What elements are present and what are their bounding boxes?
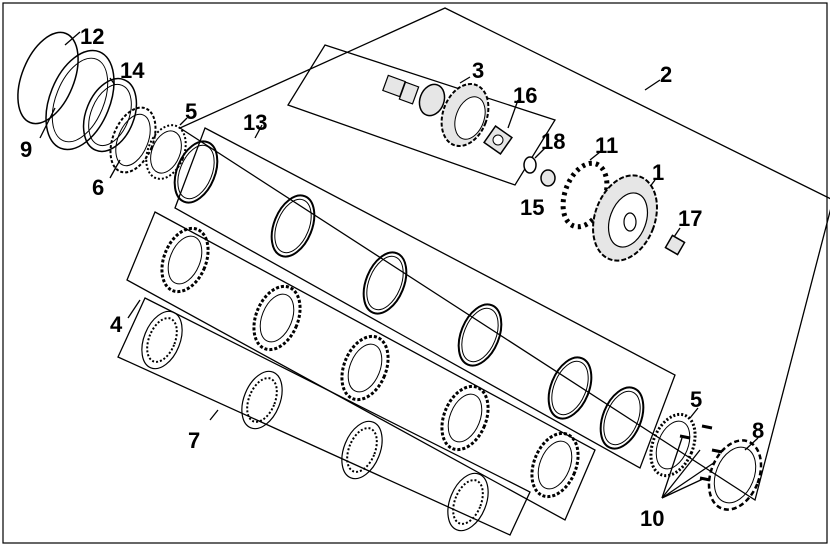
plate-8	[707, 439, 763, 511]
callout-14: 14	[120, 58, 145, 83]
group-box-13	[174, 127, 676, 469]
callout-3: 3	[472, 58, 484, 83]
spring-14	[82, 77, 138, 153]
callout-12: 12	[80, 24, 104, 49]
callout-6: 6	[92, 175, 104, 200]
hub-assembly-3	[382, 74, 513, 155]
callout-13: 13	[243, 110, 267, 135]
seat-6	[109, 106, 157, 174]
snap-ring-12	[17, 31, 79, 125]
callout-5-right: 5	[690, 387, 702, 412]
right-parts	[649, 412, 763, 511]
group-box-4	[126, 211, 596, 521]
steel-plates-13	[173, 140, 645, 450]
callout-10: 10	[640, 506, 664, 531]
callout-9: 9	[20, 137, 32, 162]
callout-4: 4	[110, 312, 123, 337]
callout-5-left: 5	[185, 99, 197, 124]
left-ring-stack	[17, 31, 187, 180]
washer-18	[523, 156, 537, 174]
callout-1: 1	[652, 160, 664, 185]
callout-7: 7	[188, 428, 200, 453]
inner-plates-7	[141, 310, 489, 532]
disc-5-left	[145, 124, 187, 180]
callout-2: 2	[660, 62, 672, 87]
callout-16: 16	[513, 83, 537, 108]
callout-15: 15	[520, 195, 544, 220]
pressure-plate-9	[45, 49, 115, 151]
callout-17: 17	[678, 206, 702, 231]
leader-lines	[39, 31, 759, 499]
disc-5-right	[649, 412, 697, 478]
nut-17	[664, 234, 686, 256]
callout-8: 8	[752, 418, 764, 443]
friction-plates-4	[160, 226, 580, 499]
callout-11: 11	[595, 133, 618, 158]
callout-18: 18	[541, 129, 565, 154]
group-box-7	[117, 297, 531, 536]
group-box-3	[287, 44, 556, 186]
assembly-outline-2	[178, 7, 830, 502]
callouts: 12 14 5 9 6 13 3 2 16 18 11 1 15 17 4 7 …	[20, 24, 764, 531]
washer-15	[540, 169, 556, 187]
basket-assembly	[523, 156, 686, 262]
